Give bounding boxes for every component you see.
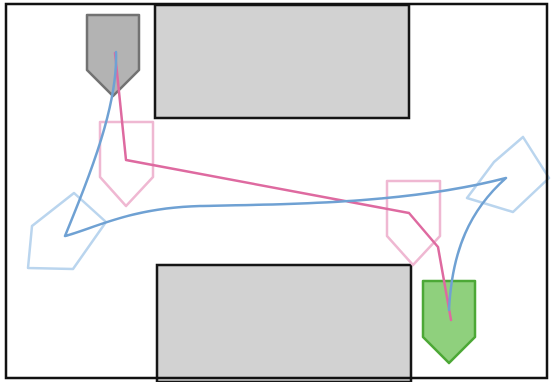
path-a-ghost-poses: [98, 120, 442, 267]
path-a-ghost-pose-left: [98, 120, 155, 208]
path-b-trajectory: [63, 50, 508, 312]
path-b-ghost-poses: [26, 135, 551, 271]
path-b-ghost-pose-right: [465, 135, 551, 214]
path-a-ghost-pose-right: [385, 179, 442, 267]
path-a-trajectory: [113, 51, 453, 322]
obstacle-bottom: [155, 263, 413, 382]
start-pose: [85, 13, 141, 98]
workspace-border: [4, 2, 549, 380]
obstacle-top: [153, 3, 411, 120]
path-b-ghost-pose-left: [26, 191, 108, 271]
goal-pose: [421, 279, 477, 365]
